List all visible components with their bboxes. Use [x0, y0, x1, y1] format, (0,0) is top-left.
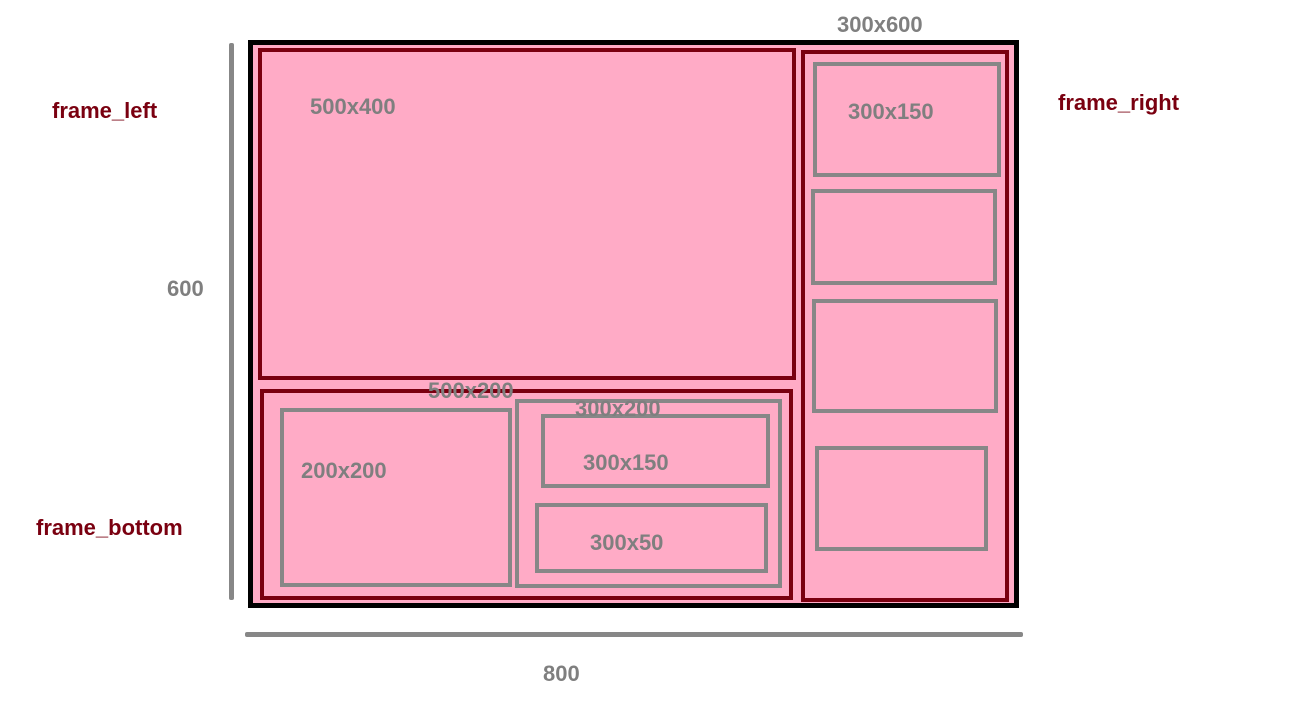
bottom-right-size-label: 300x200 [575, 396, 661, 421]
width-dimension-line [245, 632, 1023, 637]
bottom-right-bottom-box [535, 503, 768, 573]
bottom-right-top-box [541, 414, 770, 488]
right-box-1 [813, 62, 1001, 177]
height-label: 600 [167, 276, 204, 301]
bottom-right-bottom-size-label: 300x50 [590, 530, 664, 555]
right-box-3 [812, 299, 998, 413]
right-box-1-size-label: 300x150 [848, 99, 934, 124]
right-box-2 [811, 189, 997, 285]
right-frame-size-label: 300x600 [837, 12, 923, 37]
bottom-left-box [280, 408, 512, 587]
frame-left-size-label: 500x400 [310, 94, 396, 119]
bottom-frame-size-label: 500x200 [428, 378, 514, 403]
height-dimension-line [229, 43, 234, 600]
frame-bottom-label: frame_bottom [36, 515, 183, 540]
frame-right-label: frame_right [1058, 90, 1180, 115]
frame-left-label: frame_left [52, 98, 158, 123]
bottom-right-top-size-label: 300x150 [583, 450, 669, 475]
frame-left [258, 48, 796, 380]
bottom-left-size-label: 200x200 [301, 458, 387, 483]
width-label: 800 [543, 661, 580, 686]
right-box-4 [815, 446, 988, 551]
